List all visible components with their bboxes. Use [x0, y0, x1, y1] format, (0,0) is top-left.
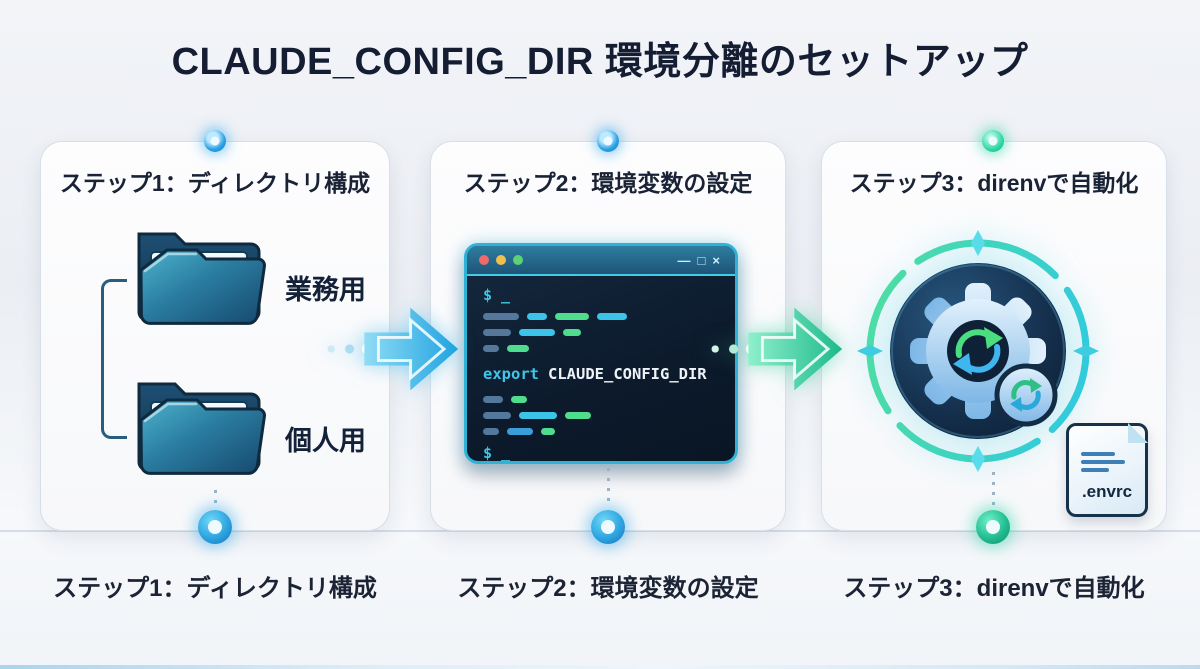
page-fold — [1128, 423, 1148, 443]
dotted-connector — [214, 490, 217, 508]
terminal-prompt: $ _ — [483, 286, 511, 304]
node-dot-top-step1 — [204, 130, 226, 152]
traffic-light-green-icon — [513, 255, 523, 265]
command-keyword: export — [483, 365, 539, 383]
folder-icon — [125, 218, 277, 336]
code-segment — [519, 329, 555, 336]
folder-label: 業務用 — [285, 275, 366, 305]
code-segment — [541, 428, 555, 435]
step3-header: ステップ3：direnvで自動化 — [849, 170, 1139, 196]
folder-icon — [125, 368, 277, 486]
node-dot-bottom-step3 — [976, 510, 1010, 544]
traffic-light-red-icon — [479, 255, 489, 265]
flow-arrow-right-icon — [711, 307, 843, 391]
folder-label: 個人用 — [285, 426, 366, 456]
dotted-connector — [607, 468, 610, 508]
export-command: export CLAUDE_CONFIG_DIR — [483, 365, 719, 383]
code-segment — [527, 313, 547, 320]
minimize-icon: — — [677, 252, 694, 268]
step3-card: ステップ3：direnvで自動化 — [821, 141, 1167, 531]
code-segment — [555, 313, 589, 320]
code-line-row — [483, 412, 719, 419]
bottom-accent-strip — [0, 665, 1200, 669]
code-segment — [511, 396, 527, 403]
envrc-file-icon: .envrc — [1066, 423, 1148, 517]
terminal-window-icon: — □ × $ _ — [464, 243, 738, 464]
code-segment — [483, 396, 503, 403]
code-segment — [519, 412, 557, 419]
dotted-connector — [992, 472, 995, 508]
doc-text-line — [1081, 460, 1125, 464]
node-dot-bottom-step2 — [591, 510, 625, 544]
code-line-row — [483, 313, 719, 320]
terminal-body: $ _ export CLAUDE_CONFIG_DIR — [467, 276, 735, 462]
terminal-prompt: $ _ — [483, 444, 511, 462]
flow-arrow-right-icon — [327, 307, 459, 391]
code-line-row — [483, 396, 719, 403]
code-line-row — [483, 428, 719, 435]
code-segment — [483, 412, 511, 419]
code-line-row — [483, 345, 719, 352]
gear-sync-icon — [853, 226, 1103, 476]
step2-caption: ステップ2：環境変数の設定 — [457, 575, 759, 602]
close-icon: × — [712, 252, 723, 268]
node-dot-top-step2 — [597, 130, 619, 152]
step3-caption: ステップ3：direnvで自動化 — [843, 575, 1145, 602]
traffic-light-yellow-icon — [496, 255, 506, 265]
code-segment — [483, 345, 499, 352]
step1-header: ステップ1：ディレクトリ構成 — [59, 170, 371, 196]
maximize-icon: □ — [697, 252, 709, 268]
ring-pointer — [971, 230, 985, 256]
code-segment — [565, 412, 591, 419]
step1-card: ステップ1：ディレクトリ構成 — [40, 141, 390, 531]
code-line-row — [483, 329, 719, 336]
envrc-label: .envrc — [1081, 482, 1133, 501]
terminal-titlebar: — □ × — [467, 246, 735, 276]
doc-text-line — [1081, 468, 1109, 472]
code-segment — [507, 345, 529, 352]
code-segment — [597, 313, 627, 320]
node-dot-bottom-step1 — [198, 510, 232, 544]
step2-header: ステップ2：環境変数の設定 — [463, 170, 753, 196]
code-segment — [483, 313, 519, 320]
node-dot-top-step3 — [982, 130, 1004, 152]
code-segment — [563, 329, 581, 336]
code-segment — [507, 428, 533, 435]
doc-text-line — [1081, 452, 1115, 456]
step1-caption: ステップ1：ディレクトリ構成 — [53, 575, 377, 602]
command-variable: CLAUDE_CONFIG_DIR — [548, 365, 707, 383]
sync-badge-icon — [994, 363, 1058, 427]
page-title: CLAUDE_CONFIG_DIR 環境分離のセットアップ — [171, 41, 1029, 83]
code-segment — [483, 428, 499, 435]
tree-connector-line — [101, 279, 127, 439]
step2-card: ステップ2：環境変数の設定 — □ × $ _ — [430, 141, 786, 531]
code-segment — [483, 329, 511, 336]
